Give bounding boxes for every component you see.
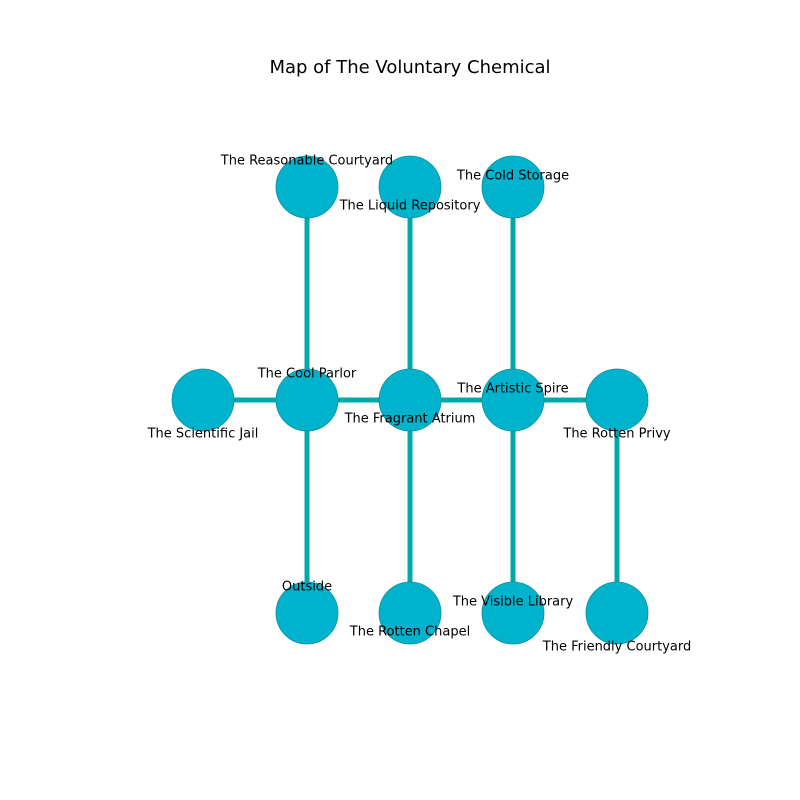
room-node-scientific-jail [171, 368, 235, 432]
room-label-reasonable-courtyard: The Reasonable Courtyard [220, 154, 393, 169]
room-node-cold-storage [481, 155, 545, 219]
room-node-fragrant-atrium [378, 368, 442, 432]
room-label-scientific-jail: The Scientific Jail [147, 427, 259, 442]
room-label-artistic-spire: The Artistic Spire [456, 382, 568, 397]
room-node-reasonable-courtyard [275, 155, 339, 219]
room-label-cold-storage: The Cold Storage [456, 169, 569, 184]
room-node-cool-parlor [275, 368, 339, 432]
room-label-rotten-privy: The Rotten Privy [562, 427, 671, 442]
room-node-artistic-spire [481, 368, 545, 432]
room-label-visible-library: The Visible Library [452, 595, 574, 610]
room-label-friendly-courtyard: The Friendly Courtyard [542, 640, 691, 655]
room-label-cool-parlor: The Cool Parlor [257, 367, 357, 382]
room-node-friendly-courtyard [585, 581, 649, 645]
room-node-outside [275, 581, 339, 645]
room-label-fragrant-atrium: The Fragrant Atrium [344, 412, 476, 427]
room-node-visible-library [481, 581, 545, 645]
rooms-layer [171, 155, 649, 645]
room-label-rotten-chapel: The Rotten Chapel [349, 625, 470, 640]
room-node-liquid-repository [378, 155, 442, 219]
room-label-outside: Outside [282, 580, 332, 595]
map-title: Map of The Voluntary Chemical [269, 57, 550, 78]
room-label-liquid-repository: The Liquid Repository [339, 199, 481, 214]
room-node-rotten-chapel [378, 581, 442, 645]
room-node-rotten-privy [585, 368, 649, 432]
